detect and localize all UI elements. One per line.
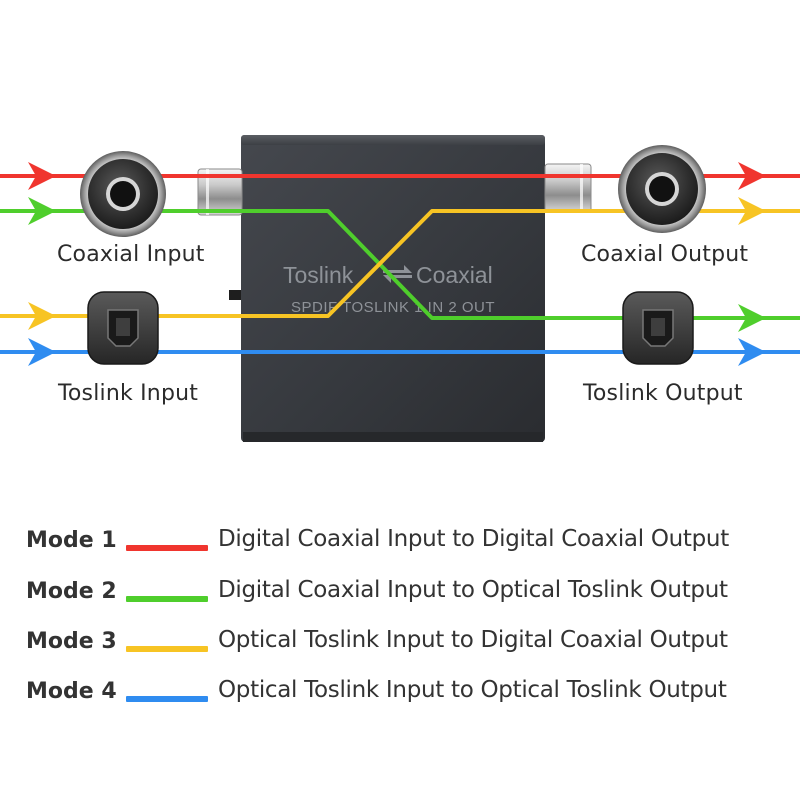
coaxial-input-barrel — [197, 168, 243, 216]
legend-row-mode-2: Mode 2 Digital Coaxial Input to Optical … — [0, 571, 800, 611]
legend-row-mode-4: Mode 4 Optical Toslink Input to Optical … — [0, 671, 800, 711]
arrow-yellow-out-icon — [738, 197, 766, 225]
arrowheads — [28, 162, 766, 366]
mode-label: Mode 1 — [26, 528, 117, 553]
mode-label: Mode 4 — [26, 679, 117, 704]
arrow-blue-in-icon — [28, 338, 56, 366]
mode-description: Digital Coaxial Input to Optical Toslink… — [218, 577, 728, 603]
legend-row-mode-1: Mode 1 Digital Coaxial Input to Digital … — [0, 520, 800, 560]
mode-color-line — [126, 696, 208, 702]
device-bottom-edge — [243, 432, 543, 442]
arrow-green-in-icon — [28, 197, 56, 225]
arrow-blue-out-icon — [738, 338, 766, 366]
arrow-red-out-icon — [738, 162, 766, 190]
diagram-canvas: Toslink Coaxial SPDIF TOSLINK 1 IN 2 OUT — [0, 135, 800, 442]
coaxial-output-barrel — [544, 163, 592, 213]
coaxial-output-jack-icon — [618, 145, 706, 233]
toslink-input-label: Toslink Input — [58, 381, 199, 406]
device-top-edge — [241, 135, 545, 145]
toslink-output-label: Toslink Output — [583, 381, 743, 406]
mode-color-line — [126, 646, 208, 652]
device-subtitle: SPDIF TOSLINK 1 IN 2 OUT — [291, 299, 495, 316]
device-title-right: Coaxial — [416, 262, 493, 288]
converter-diagram: Toslink Coaxial SPDIF TOSLINK 1 IN 2 OUT — [0, 135, 800, 442]
mode-description: Optical Toslink Input to Optical Toslink… — [218, 677, 727, 703]
mode-description: Digital Coaxial Input to Digital Coaxial… — [218, 526, 729, 552]
coaxial-input-label: Coaxial Input — [57, 242, 205, 267]
toslink-input-port-icon — [87, 291, 159, 365]
mode-3-path — [0, 209, 800, 318]
arrow-yellow-in-icon — [28, 302, 56, 330]
mode-label: Mode 3 — [26, 629, 117, 654]
converter-device — [229, 135, 545, 442]
coaxial-input-jack-icon — [80, 151, 166, 237]
coaxial-output-label: Coaxial Output — [581, 242, 749, 267]
toslink-output-port-icon — [622, 291, 694, 365]
device-title-left: Toslink — [283, 262, 354, 288]
arrow-red-in-icon — [28, 162, 56, 190]
side-tab — [229, 290, 241, 300]
device-body — [241, 135, 545, 442]
legend-row-mode-3: Mode 3 Optical Toslink Input to Digital … — [0, 621, 800, 661]
mode-label: Mode 2 — [26, 579, 117, 604]
mode-color-line — [126, 596, 208, 602]
mode-color-line — [126, 545, 208, 551]
arrow-green-out-icon — [738, 304, 766, 332]
mode-description: Optical Toslink Input to Digital Coaxial… — [218, 627, 728, 653]
